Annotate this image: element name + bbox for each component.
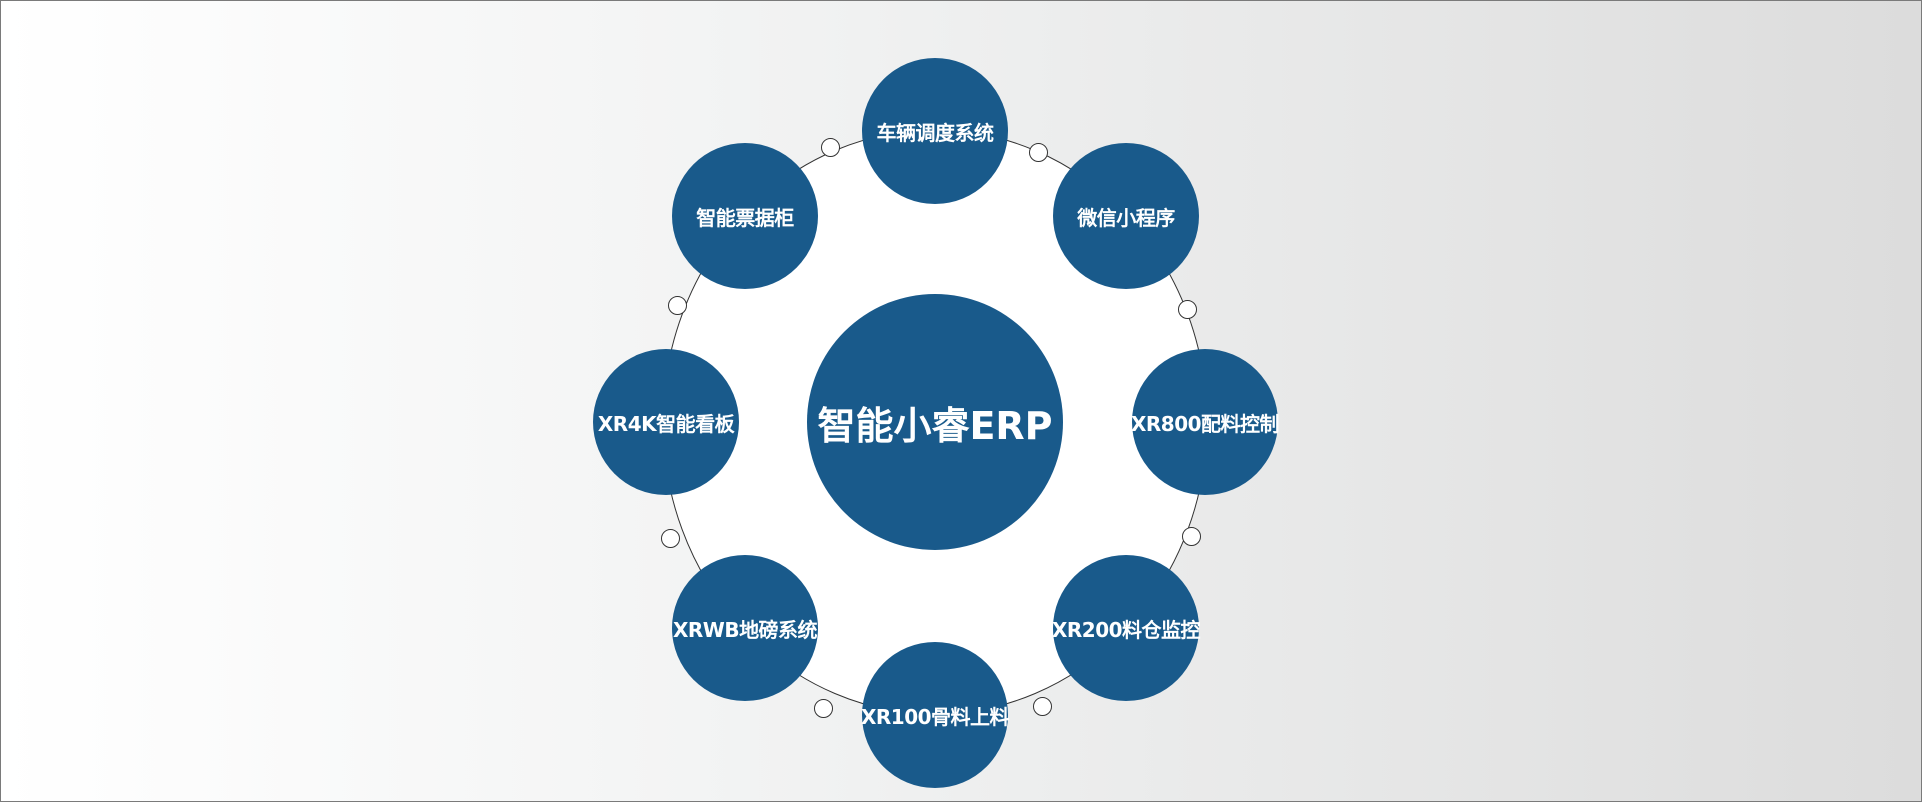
- connector-dot: [821, 138, 840, 157]
- module-node-xr200: XR200料仓监控: [1051, 555, 1201, 701]
- module-node-xr100: XR100骨料上料: [860, 642, 1010, 788]
- module-node-ticket-cabinet: 智能票据柜: [672, 143, 818, 289]
- module-node-xrwb: XRWB地磅系统: [672, 555, 818, 701]
- connector-dot: [814, 699, 833, 718]
- connector-dot: [1029, 143, 1048, 162]
- connector-dot: [1033, 697, 1052, 716]
- module-label: XR4K智能看板: [597, 411, 735, 436]
- module-label: 智能票据柜: [696, 205, 794, 230]
- connector-dot: [1182, 527, 1201, 546]
- module-node-wechat-miniprogram: 微信小程序: [1053, 143, 1199, 289]
- module-node-xr800: XR800配料控制: [1130, 349, 1280, 495]
- connector-dot: [661, 529, 680, 548]
- module-label: 车辆调度系统: [876, 120, 995, 145]
- module-label: XR100骨料上料: [860, 704, 1010, 729]
- center-label: 智能小睿ERP: [817, 403, 1053, 448]
- module-node-vehicle-dispatch: 车辆调度系统: [862, 58, 1008, 204]
- module-label: 微信小程序: [1077, 205, 1175, 230]
- connector-dot: [1178, 300, 1197, 319]
- module-node-xr4k: XR4K智能看板: [593, 349, 739, 495]
- connector-dot: [668, 296, 687, 315]
- module-label: XR200料仓监控: [1051, 617, 1201, 642]
- module-label: XRWB地磅系统: [672, 617, 818, 642]
- module-label: XR800配料控制: [1130, 411, 1280, 436]
- center-node-erp: 智能小睿ERP: [807, 294, 1063, 550]
